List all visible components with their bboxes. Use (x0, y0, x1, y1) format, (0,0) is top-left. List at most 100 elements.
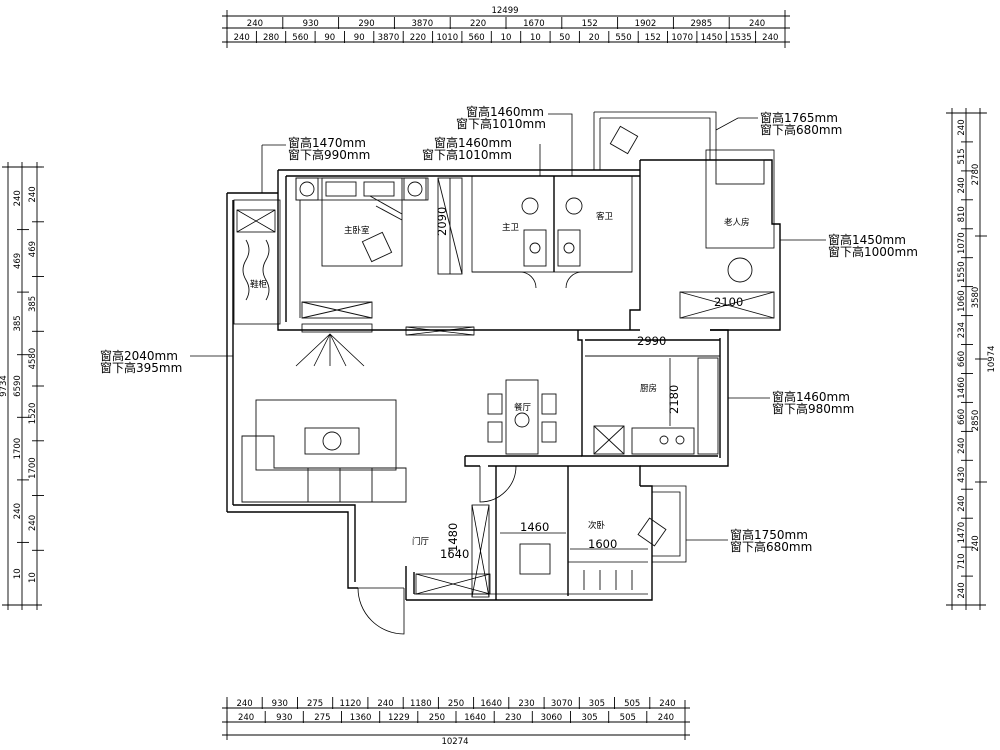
note-master-window-height: 窗高1470mm (288, 135, 366, 150)
dim-label: 250 (448, 699, 464, 709)
dim-label: 250 (429, 713, 445, 723)
kitchen-depth-dim: 2180 (667, 385, 681, 414)
dining: 餐厅 (487, 379, 557, 455)
elder-room-label: 老人房 (724, 217, 750, 228)
dim-label: 230 (518, 699, 534, 709)
note-kitchen-window-sill: 窗下高980mm (772, 401, 854, 416)
toilet-master (521, 197, 539, 215)
dim-label: 240 (13, 190, 23, 206)
dim-label: 240 (28, 515, 38, 531)
dim-label: 1360 (350, 713, 372, 723)
dim-label: 240 (957, 582, 967, 598)
dim-label: 810 (957, 206, 967, 222)
note-gbath-window-sill: 窗下高1010mm (456, 116, 546, 131)
dim-label: 1902 (635, 19, 657, 29)
dim-label: 240 (377, 699, 393, 709)
dim-label: 240 (28, 186, 38, 202)
dim-label: 505 (620, 713, 636, 723)
second-bedroom-label: 次卧 (588, 520, 606, 531)
nightstand-right (403, 177, 427, 201)
second-dim-1: 1460 (520, 520, 549, 534)
note-master-window-sill: 窗下高990mm (288, 147, 370, 162)
dim-label: 930 (276, 713, 292, 723)
dining-table (505, 379, 539, 455)
dim-label: 469 (13, 253, 23, 269)
dim-label: 220 (410, 33, 426, 43)
dim-label: 505 (624, 699, 640, 709)
dim-label: 1470 (957, 522, 967, 544)
double-bed (321, 177, 403, 267)
dim-label: 1229 (388, 713, 410, 723)
note-gbath-window-height: 窗高1460mm (466, 104, 544, 119)
note-kitchen-window-height: 窗高1460mm (772, 389, 850, 404)
nightstand-left (295, 177, 319, 201)
elder-desk-dim: 2100 (714, 295, 743, 309)
foyer-dim-1: 1480 (446, 523, 460, 552)
chair-second (519, 543, 551, 575)
guest-bath-label: 客卫 (596, 211, 614, 222)
dim-label: 240 (957, 119, 967, 135)
dim-label: 430 (957, 467, 967, 483)
dim-label: 469 (28, 241, 38, 257)
dim-label: 2850 (971, 410, 981, 432)
dim-label: 1535 (730, 33, 752, 43)
note-balcony-window-height: 窗高1765mm (760, 110, 838, 125)
dim-label: 240 (659, 699, 675, 709)
second-dim-2: 1600 (588, 537, 617, 551)
dim-label: 230 (505, 713, 521, 723)
dim-label: 90 (324, 33, 335, 43)
elder-room: 老人房 2100 (609, 125, 775, 319)
kitchen: 厨房 2990 2180 (585, 334, 720, 455)
dim-label: 2780 (971, 164, 981, 186)
dim-label: 3060 (541, 713, 563, 723)
dim-label: 560 (468, 33, 484, 43)
bottom-total-dim: 10274 (441, 737, 468, 747)
dim-label: 20 (589, 33, 600, 43)
left-closet: 鞋柜 (233, 199, 281, 325)
left-total-dim: 9734 (0, 375, 9, 397)
dim-label: 152 (582, 19, 598, 29)
dim-label: 1450 (701, 33, 723, 43)
foyer-dim-2: 1640 (440, 547, 469, 561)
dim-label: 660 (957, 409, 967, 425)
dining-label: 餐厅 (514, 403, 532, 413)
window-notes: 窗高1470mm 窗下高990mm 窗高1460mm 窗下高1010mm 窗高1… (100, 104, 918, 554)
living-room (241, 399, 407, 503)
dim-label: 240 (957, 177, 967, 193)
shoe-cabinet-label: 鞋柜 (250, 279, 268, 290)
dim-label: 280 (263, 33, 279, 43)
master-bath-label: 主卫 (502, 222, 520, 233)
walls (226, 111, 781, 635)
dim-label: 305 (589, 699, 605, 709)
dim-label: 240 (247, 19, 263, 29)
dim-label: 2985 (690, 19, 712, 29)
dim-label: 4580 (28, 348, 38, 370)
dim-label: 1070 (671, 33, 693, 43)
dim-label: 550 (615, 33, 631, 43)
master-bedroom-label: 主卧室 (344, 225, 370, 236)
dim-label: 240 (762, 33, 778, 43)
sofa (241, 435, 407, 503)
dim-label: 1060 (957, 290, 967, 312)
dim-label: 240 (234, 33, 250, 43)
dim-label: 930 (303, 19, 319, 29)
right-dim-row-1: 2405152408101070155010602346601460660240… (957, 112, 973, 599)
note-second-window-sill: 窗下高680mm (730, 539, 812, 554)
dim-label: 240 (658, 713, 674, 723)
foyer-label: 门厅 (412, 536, 430, 547)
dim-label: 1120 (339, 699, 361, 709)
dim-label: 1070 (957, 232, 967, 254)
dim-label: 1010 (436, 33, 458, 43)
tv-cabinet (301, 301, 373, 319)
dim-label: 660 (957, 351, 967, 367)
second-bedroom: 次卧 1460 1600 (500, 517, 667, 590)
dim-label: 90 (354, 33, 365, 43)
dim-label: 1520 (28, 403, 38, 425)
dim-label: 1550 (957, 261, 967, 283)
